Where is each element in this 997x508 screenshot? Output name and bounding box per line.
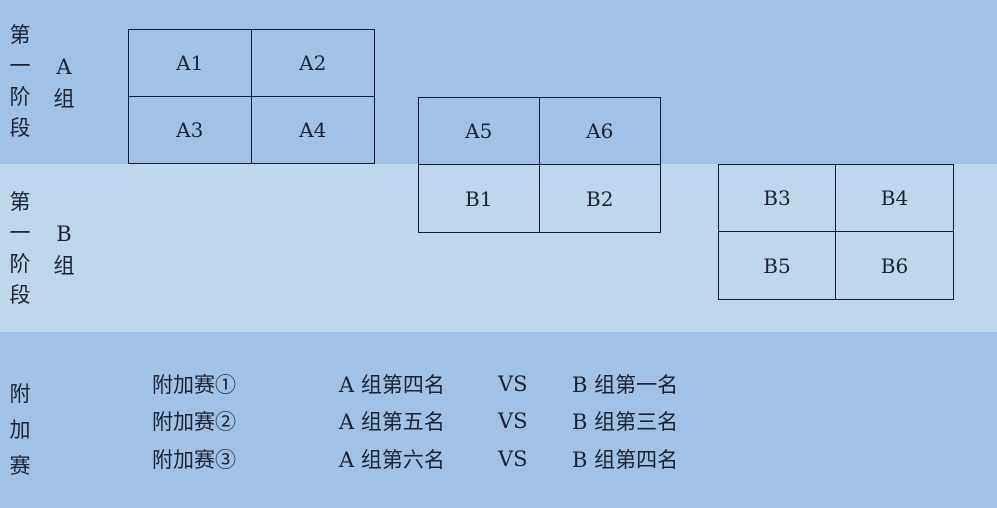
label-char: 加	[9, 418, 31, 442]
cell-a4: A4	[299, 117, 327, 142]
stage-a-label: 第 一 阶 段	[8, 20, 32, 144]
label-char: 段	[9, 283, 31, 307]
team-b: B 组第一名	[572, 373, 679, 397]
grid-b3-b6: B3 B4 B5 B6	[718, 164, 954, 300]
label-char: 赛	[9, 454, 31, 478]
cell-b4: B4	[836, 165, 953, 232]
stage-b-band	[0, 164, 997, 332]
label-char: 段	[9, 116, 31, 140]
label-char: 附	[9, 382, 31, 406]
playoff-name: 附加赛③	[152, 448, 236, 472]
vs-label: VS	[498, 372, 528, 396]
cell-b3: B3	[719, 165, 836, 232]
label-char: 阶	[9, 85, 31, 109]
cell-a5: A5	[419, 98, 540, 165]
team-b: B 组第三名	[572, 410, 679, 434]
vs-label: VS	[498, 409, 528, 433]
playoff-name: 附加赛①	[152, 373, 236, 397]
team-a: A 组第五名	[339, 410, 445, 434]
label-char: 组	[53, 87, 75, 111]
stage-a-band	[0, 0, 997, 164]
cell-b6: B6	[880, 253, 909, 278]
label-char: 阶	[9, 252, 31, 276]
group-b-label: B 组	[52, 218, 76, 282]
cell-b5: B5	[719, 232, 836, 299]
label-char: B	[56, 222, 72, 246]
team-a: A 组第六名	[339, 448, 445, 472]
cell-a1: A1	[129, 30, 252, 97]
playoff-name: 附加赛②	[152, 410, 236, 434]
cell-a6: A6	[539, 98, 660, 165]
team-b: B 组第四名	[572, 448, 679, 472]
label-char: A	[56, 55, 72, 79]
group-a-label: A 组	[52, 51, 76, 115]
vs-label: VS	[498, 447, 528, 471]
label-char: 第	[9, 190, 31, 214]
playoff-band	[0, 332, 997, 508]
label-char: 组	[53, 254, 75, 278]
cell-a3: A3	[129, 96, 252, 163]
label-char: 一	[9, 54, 31, 78]
cell-b1: B1	[419, 165, 540, 232]
team-a: A 组第四名	[339, 373, 445, 397]
grid-a1-a4: A1 A2 A3 A4	[128, 29, 375, 164]
label-char: 第	[9, 23, 31, 47]
stage-b-label: 第 一 阶 段	[8, 187, 32, 311]
cell-a2: A2	[251, 30, 374, 97]
label-char: 一	[9, 221, 31, 245]
playoff-label: 附 加 赛	[8, 376, 32, 484]
grid-a5-b2: A5 A6 B1 B2	[418, 97, 661, 233]
cell-b2: B2	[586, 186, 614, 211]
